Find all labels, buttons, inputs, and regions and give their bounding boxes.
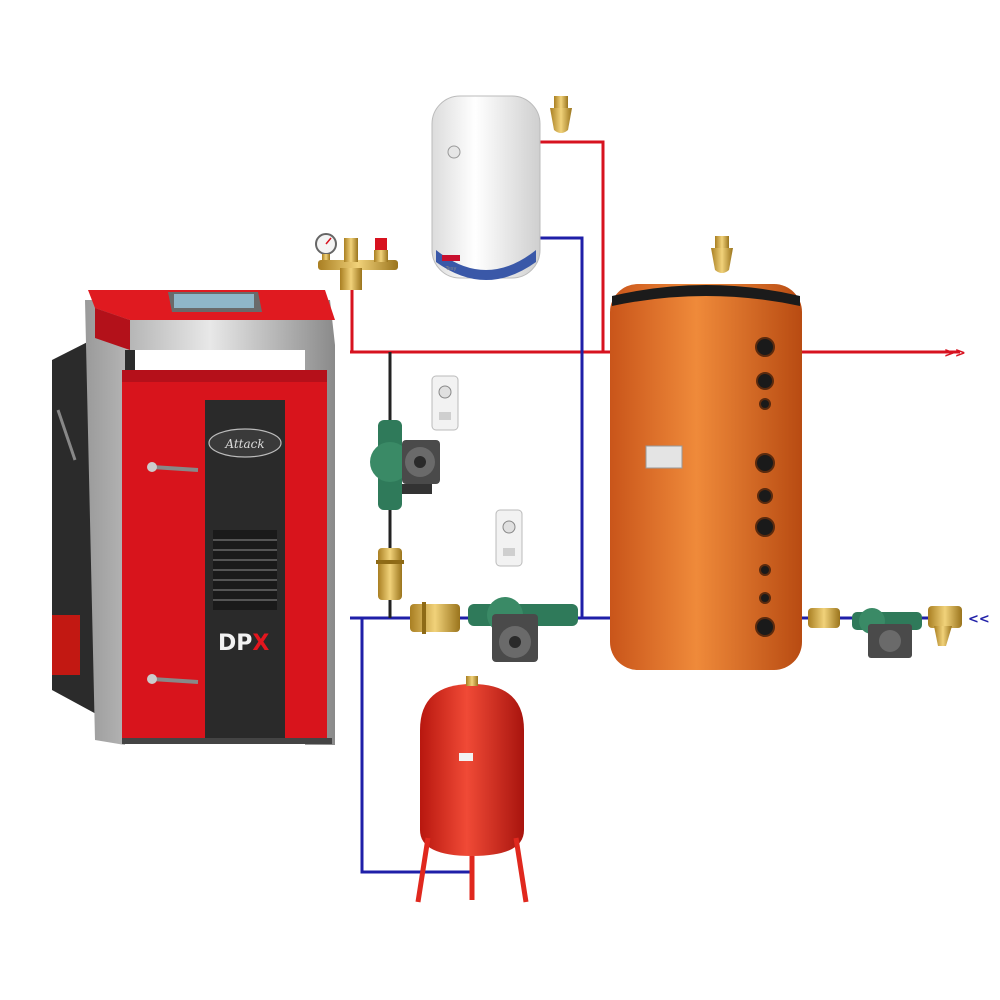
expansion-vessel <box>415 676 529 903</box>
tank-port <box>755 617 775 637</box>
electric-water-heater: Tesy <box>431 95 541 280</box>
y-strainer <box>928 606 962 646</box>
safety-valve-cap <box>375 238 387 250</box>
tank-port <box>756 372 774 390</box>
boiler-model-prefix: DP <box>218 631 252 656</box>
tank-label-plate <box>645 445 683 469</box>
upper-thermostat[interactable] <box>431 375 459 431</box>
tank-port <box>755 337 775 357</box>
expansion-vessel-legs <box>415 837 529 903</box>
tank-port <box>757 488 773 504</box>
vertical-check-valve <box>376 548 404 600</box>
tank-air-vent <box>711 236 733 273</box>
tank-port <box>759 592 771 604</box>
tank-side-valve <box>808 608 840 628</box>
control-panel <box>168 292 262 312</box>
tank-port <box>755 453 775 473</box>
boiler-model-label: DPX <box>218 631 269 656</box>
tank-ports <box>755 337 775 637</box>
upper-door-handle[interactable] <box>147 462 199 472</box>
buffer-tank <box>610 284 802 670</box>
expansion-vessel-label <box>459 753 473 761</box>
lower-circulation-pump <box>468 597 578 662</box>
heater-thermostat-knob[interactable] <box>447 145 461 159</box>
heater-badge <box>442 255 460 261</box>
tank-port <box>759 398 771 410</box>
lower-door-handle[interactable] <box>147 674 199 684</box>
heater-air-vent <box>550 96 572 133</box>
boiler-grille <box>213 530 277 610</box>
inlet-flow-arrow: << <box>968 612 990 627</box>
horizontal-check-valve <box>410 602 460 634</box>
lower-thermostat[interactable] <box>495 509 523 567</box>
boiler-brand-logo: Attack <box>208 428 282 458</box>
hot-riser-to-heater <box>525 140 605 352</box>
boiler-model-suffix: X <box>252 631 269 656</box>
boiler-brand-text: Attack <box>224 437 264 451</box>
safety-group <box>315 233 398 290</box>
cold-riser-to-heater <box>525 236 584 618</box>
tank-port <box>755 517 775 537</box>
upper-circulation-pump <box>370 420 440 510</box>
tank-port <box>759 564 771 576</box>
heater-badge-text: Tesy <box>445 266 457 272</box>
outlet-flow-arrow: >> <box>944 346 966 361</box>
svg-text:DPX: DPX <box>218 631 269 656</box>
inlet-circulation-pump <box>852 608 922 658</box>
solid-fuel-boiler: Attack DPX <box>52 290 335 745</box>
